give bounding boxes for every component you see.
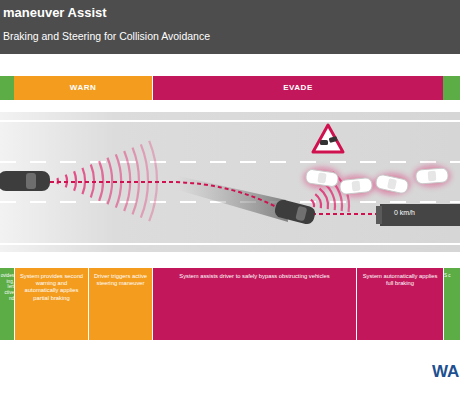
obstacle-cars-part [416, 168, 449, 184]
road-part [0, 243, 460, 245]
obstacle-cars-part-part [387, 178, 397, 189]
description-text: S c [444, 273, 460, 279]
phase-description: System automatically applies full brakin… [356, 268, 443, 340]
warning-sign-part [313, 125, 343, 152]
radar-wave [320, 189, 328, 209]
ego-car [0, 171, 50, 191]
path-line [50, 182, 282, 210]
obstacle-cars-part [414, 166, 450, 186]
phase-label: EVADE [156, 83, 440, 93]
phase-description: S c [443, 268, 460, 340]
ego-car-part [0, 171, 50, 191]
obstacle-cars-part-part [339, 177, 372, 194]
obstacle-cars-part [339, 177, 372, 194]
phase-description: System provides second warning and autom… [14, 268, 88, 340]
obstacle-cars-part-part [351, 181, 360, 192]
obstacle-cars-part [304, 168, 340, 188]
road-part [0, 112, 460, 252]
obstacle-cars-part-part [317, 172, 326, 183]
brand-logo: WA [432, 362, 459, 382]
truck-part [380, 204, 460, 226]
radar-wave [311, 200, 314, 207]
road-part [0, 161, 460, 163]
description-text: System assists driver to safely bypass o… [156, 273, 353, 280]
phase-description: ovides ing, lert ctive nd [0, 268, 14, 340]
phase-band: EVADE [152, 76, 443, 100]
description-text: ovides ing, lert ctive nd [0, 273, 14, 302]
truck-part [376, 206, 382, 224]
warning-sign-part [320, 140, 328, 145]
truck [376, 204, 460, 226]
obstacle-cars-part [375, 174, 409, 194]
path-line [312, 213, 378, 215]
phase-description: System assists driver to safely bypass o… [152, 268, 356, 340]
phase-band [0, 76, 14, 100]
description-text: System provides second warning and autom… [18, 273, 85, 302]
obstacle-cars-part-part [305, 169, 339, 187]
phase-band: WARN [14, 76, 152, 100]
road [0, 112, 460, 252]
warning-sign-part [329, 136, 338, 143]
obstacle-cars-part [338, 176, 374, 196]
obstacle-cars [304, 166, 450, 196]
speed-label: 0 km/h [394, 209, 415, 216]
phase-label: WARN [17, 83, 149, 93]
obstacle-cars-part [305, 169, 339, 187]
subtitle: Braking and Steering for Collision Avoid… [3, 30, 210, 42]
title: maneuver Assist [3, 5, 107, 20]
evading-car [273, 198, 316, 225]
phase-band [443, 76, 460, 100]
phase-description: Driver triggers active steering maneuver [88, 268, 152, 340]
ego-car-part [26, 173, 36, 189]
road-part [0, 120, 460, 122]
evading-car-part [273, 198, 316, 225]
obstacle-cars-part-part [375, 174, 409, 194]
obstacle-cars-part-part [416, 168, 449, 184]
obstacle-cars-part-part [428, 171, 437, 182]
header-band [0, 0, 460, 54]
warning-sign [313, 125, 343, 152]
motion-trail [178, 176, 288, 222]
evading-car-part [295, 206, 307, 222]
obstacle-cars-part [374, 174, 410, 194]
radar-wave [315, 194, 321, 208]
description-text: System automatically applies full brakin… [360, 273, 440, 287]
radar-wave [82, 168, 85, 194]
description-text: Driver triggers active steering maneuver [92, 273, 149, 287]
